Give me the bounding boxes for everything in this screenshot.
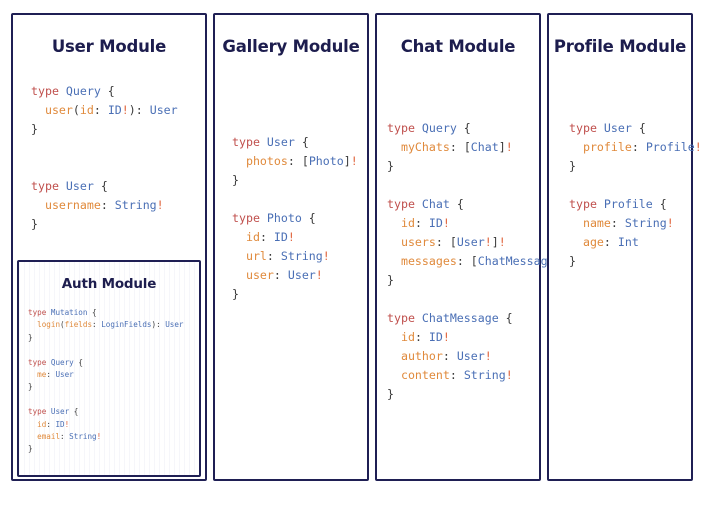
code-block-chat-module: type Query { myChats: [Chat]! } type Cha…: [387, 121, 569, 401]
panel-title-gallery-module: Gallery Module: [222, 37, 360, 56]
panel-profile-module[interactable]: Profile Module type User { profile: Prof…: [547, 13, 702, 481]
panel-title-user-module: User Module: [51, 37, 167, 56]
panel-title-profile-module: Profile Module: [553, 37, 687, 56]
code-block-gallery-module: type User { photos: [Photo]! } type Phot…: [232, 135, 358, 301]
panel-chat-module[interactable]: Chat Module type Query { myChats: [Chat]…: [375, 13, 569, 481]
code-block-auth-module: type Mutation { login(fields: LoginField…: [28, 308, 184, 454]
panel-user-module[interactable]: User Module type Query { user(id: ID!): …: [11, 13, 207, 481]
panel-title-chat-module: Chat Module: [400, 37, 516, 56]
code-block-profile-module: type User { profile: Profile! } type Pro…: [569, 121, 702, 268]
code-block-user-module: type Query { user(id: ID!): User } type …: [31, 84, 178, 231]
panel-gallery-module[interactable]: Gallery Module type User { photos: [Phot…: [213, 13, 369, 481]
panel-title-auth-module: Auth Module: [61, 276, 157, 292]
panel-auth-module[interactable]: Auth Module type Mutation { login(fields…: [17, 260, 201, 477]
